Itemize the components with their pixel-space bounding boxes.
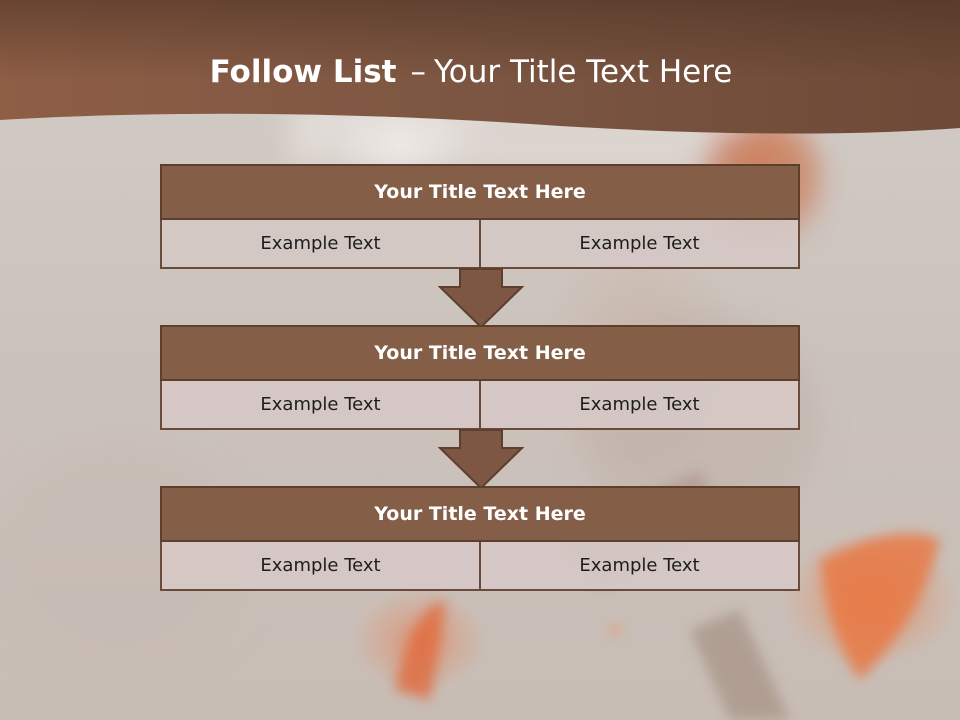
step-block-2: Your Title Text Here Example Text Exampl… xyxy=(160,325,800,430)
step-cell-left-3: Example Text xyxy=(160,542,481,591)
step-title-1: Your Title Text Here xyxy=(160,164,800,220)
step-row-2: Example Text Example Text xyxy=(160,381,800,430)
step-title-2: Your Title Text Here xyxy=(160,325,800,381)
step-cell-right-3: Example Text xyxy=(481,542,800,591)
down-arrow-icon xyxy=(438,429,524,489)
step-title-3: Your Title Text Here xyxy=(160,486,800,542)
step-block-3: Your Title Text Here Example Text Exampl… xyxy=(160,486,800,591)
step-cell-left-2: Example Text xyxy=(160,381,481,430)
step-cell-right-1: Example Text xyxy=(481,220,800,269)
step-cell-left-1: Example Text xyxy=(160,220,481,269)
slide-title: Follow List–Your Title Text Here xyxy=(0,54,942,90)
title-separator: – xyxy=(410,54,426,90)
title-rest: Your Title Text Here xyxy=(433,54,733,90)
title-bold: Follow List xyxy=(209,54,397,90)
header-band xyxy=(0,0,960,134)
step-row-1: Example Text Example Text xyxy=(160,220,800,269)
down-arrow-icon xyxy=(438,268,524,328)
step-block-1: Your Title Text Here Example Text Exampl… xyxy=(160,164,800,269)
step-row-3: Example Text Example Text xyxy=(160,542,800,591)
step-cell-right-2: Example Text xyxy=(481,381,800,430)
